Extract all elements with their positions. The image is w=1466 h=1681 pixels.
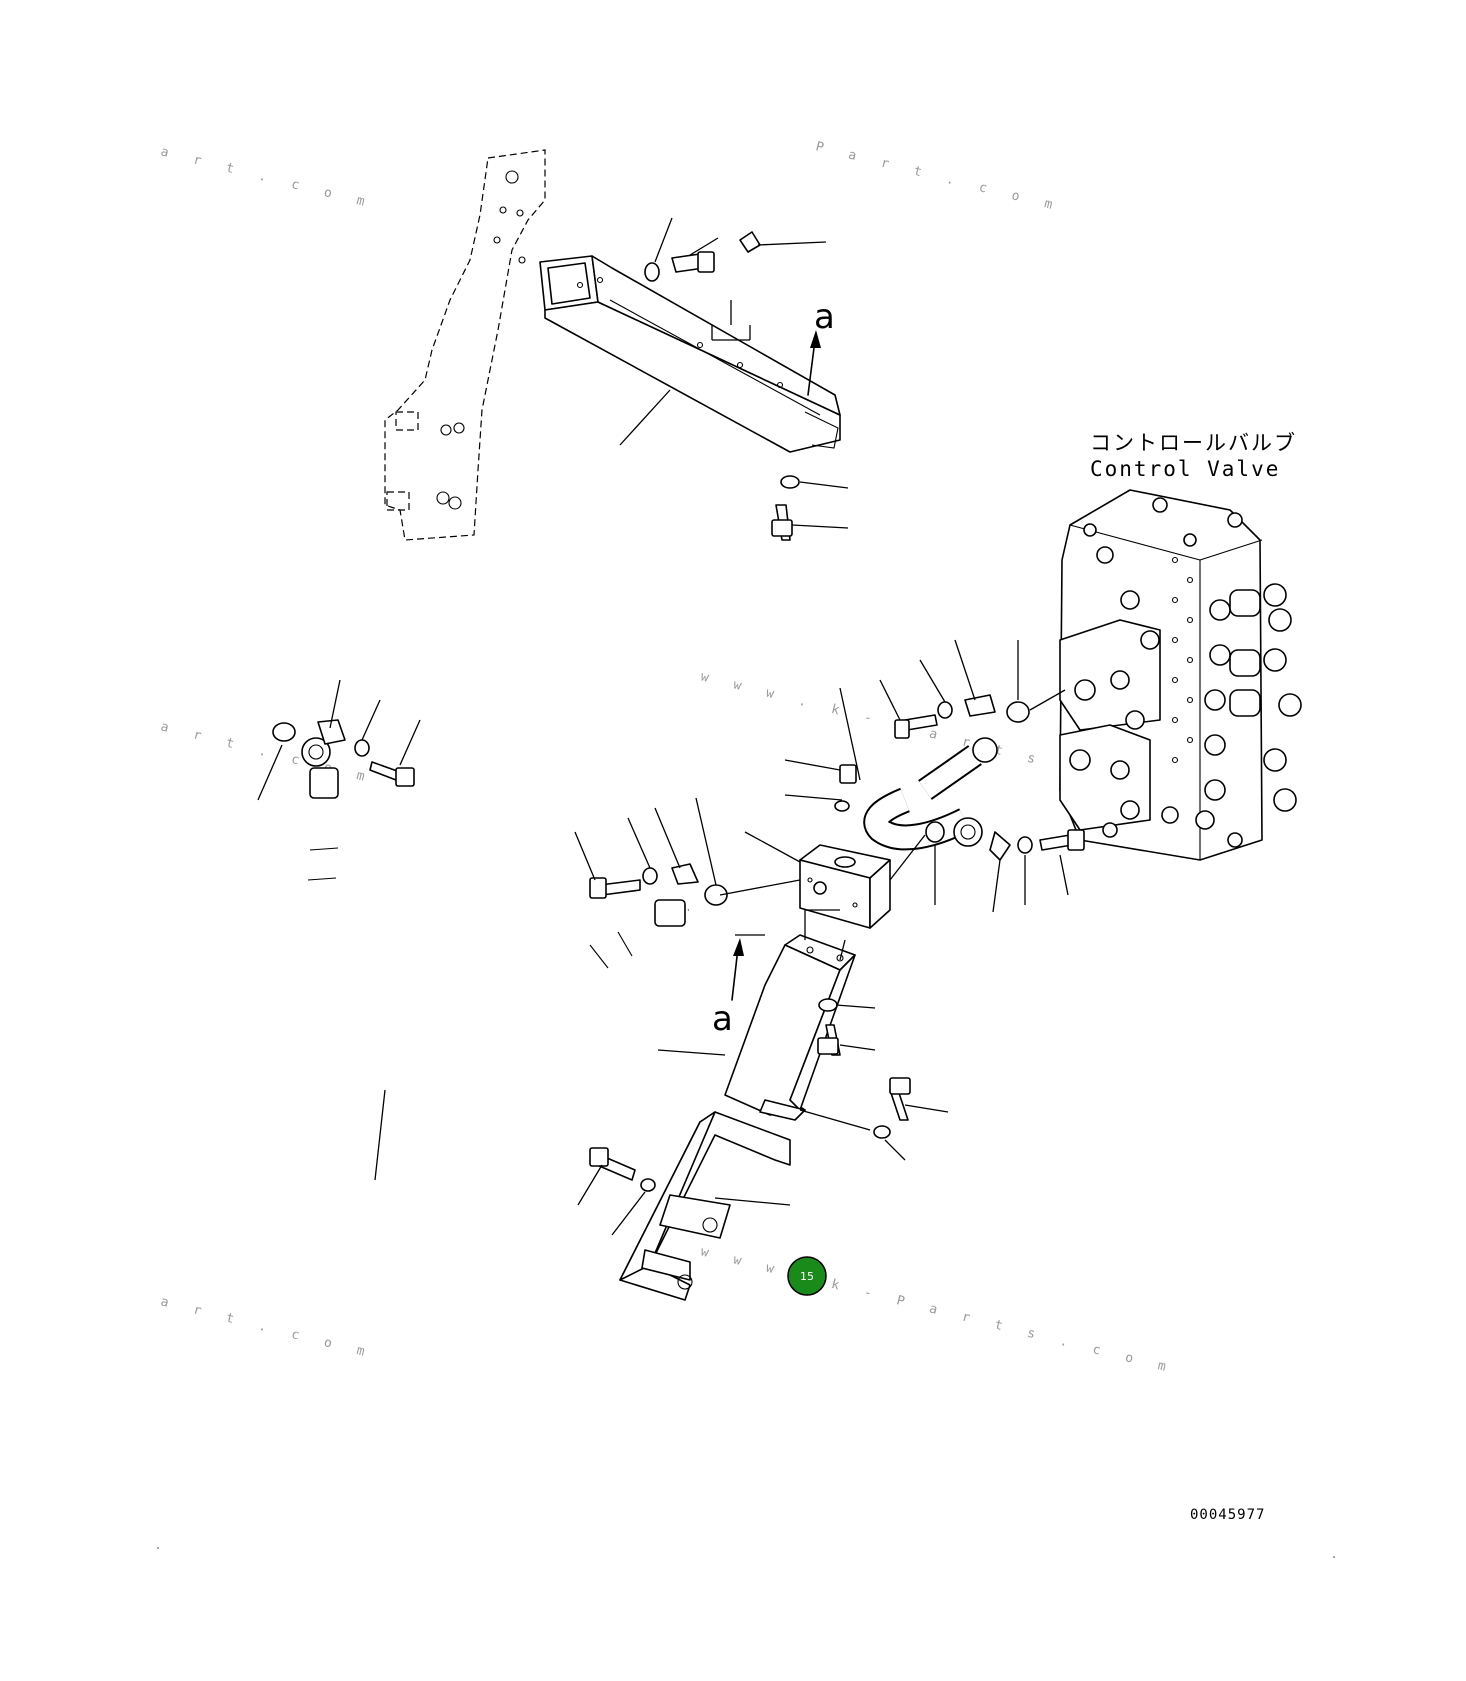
- watermark-2: P a r t . c o m: [814, 139, 1063, 215]
- watermark-1: a r t . c o m: [159, 144, 375, 211]
- support-beam: [539, 255, 841, 453]
- lower-bolts: [577, 1147, 656, 1236]
- frame-plate: [384, 149, 546, 541]
- watermark-4: a r t . c o m: [159, 719, 375, 786]
- view-marker-upper-label: a: [814, 297, 835, 337]
- item-badge-circle[interactable]: [787, 1256, 827, 1296]
- control-valve-label-en: Control Valve: [1090, 457, 1280, 481]
- corner-mark-right: [1333, 1556, 1335, 1558]
- hose-left-fittings: [257, 679, 421, 1181]
- item-badge[interactable]: 15: [787, 1256, 827, 1296]
- mounting-bracket: [657, 909, 856, 1121]
- drawing-number: 00045977: [1190, 1507, 1265, 1523]
- control-valve: [1059, 489, 1302, 861]
- item-badge-label[interactable]: 15: [800, 1270, 814, 1283]
- lower-bracket: [619, 1111, 791, 1301]
- block-hardware: [589, 694, 1085, 906]
- long-hose: [301, 767, 694, 1103]
- watermark-5: w w w . k - P a r t s . c o m: [699, 1244, 1176, 1377]
- control-valve-callout: コントロールバルブ Control Valve: [1090, 431, 1297, 481]
- bracket-hardware: [799, 998, 949, 1161]
- view-marker-upper: a: [807, 297, 835, 396]
- view-marker-lower-label: a: [712, 999, 733, 1039]
- leaders-middle: [574, 639, 1069, 913]
- corner-mark-left: [157, 1547, 159, 1549]
- view-marker-lower: a: [712, 938, 744, 1039]
- manifold-block: [799, 844, 891, 929]
- watermark-6: a r t . c o m: [159, 1294, 375, 1361]
- control-valve-label-jp: コントロールバルブ: [1090, 431, 1297, 455]
- leaders-upper: [619, 217, 849, 529]
